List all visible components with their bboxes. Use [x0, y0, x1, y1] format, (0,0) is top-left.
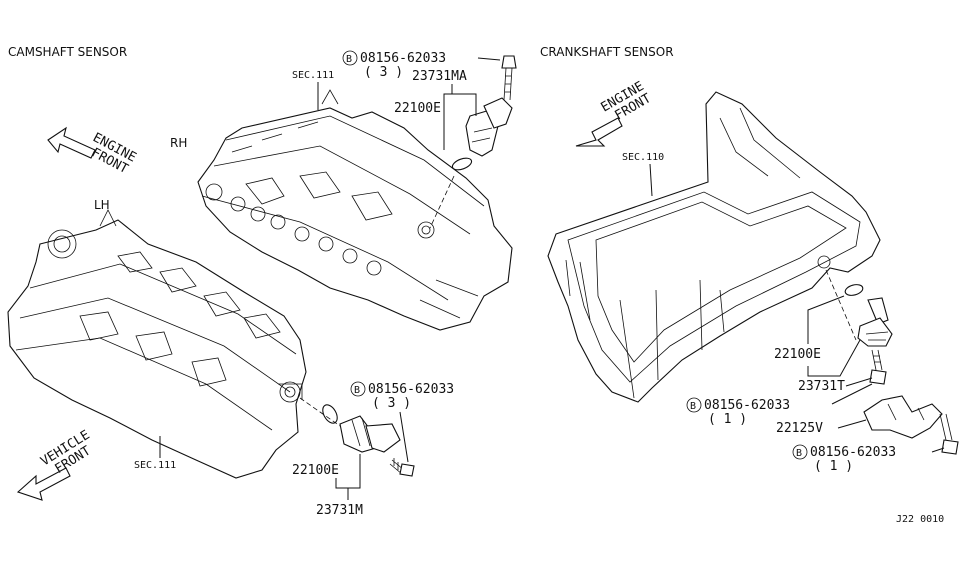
lh-o-ring-part-number: 22100E [292, 463, 339, 478]
rh-sensor-part-number: 23731MA [412, 69, 467, 84]
lh-label: LH [94, 198, 110, 212]
lh-bolt-symbol: B [354, 385, 360, 396]
crank-bolt1-number: 08156-62033 [704, 398, 790, 413]
crank-sensor [857, 297, 893, 347]
lh-bolt-number: 08156-62033 [368, 382, 454, 397]
lh-camshaft-sensor [339, 415, 401, 453]
crank-bracket-part-number: 22125V [776, 421, 823, 436]
lh-bolt-qty: ( 3 ) [372, 396, 411, 411]
crank-bolt2-number: 08156-62033 [810, 445, 896, 460]
crank-bolt1-symbol-icon [686, 397, 702, 413]
engine-front-right-arrow-icon [575, 117, 623, 147]
rh-camshaft-sensor [465, 97, 513, 157]
crank-bolt1-symbol: B [690, 401, 696, 412]
rh-bolt-symbol: B [346, 54, 352, 65]
crank-bracket [863, 395, 943, 439]
vehicle-front-arrow-icon [16, 467, 71, 501]
oil-pan [547, 91, 881, 403]
rh-section-ref: SEC.111 [292, 70, 334, 81]
rh-bolt-symbol-icon [342, 50, 358, 66]
lh-cylinder-head [7, 209, 307, 479]
oil-pan-section-ref: SEC.110 [622, 152, 664, 163]
camshaft-sensor-title: CAMSHAFT SENSOR [8, 45, 127, 59]
rh-bolt-qty: ( 3 ) [364, 65, 403, 80]
rh-label: RH [170, 136, 187, 150]
crank-bolt1-qty: ( 1 ) [708, 412, 747, 427]
lh-section-ref: SEC.111 [134, 460, 176, 471]
engine-front-arrow-icon [47, 126, 96, 159]
crank-bolt1-icon [869, 349, 887, 385]
rh-o-ring [451, 157, 473, 171]
lh-bolt-icon [389, 458, 415, 477]
crank-bolt2-symbol-icon [792, 444, 808, 460]
rh-cylinder-head [197, 89, 513, 331]
rh-bolt-icon [501, 55, 517, 101]
lh-sensor-part-number: 23731M [316, 503, 363, 518]
lh-bolt-symbol-icon [350, 381, 366, 397]
rh-assembly-guide [429, 175, 455, 229]
diagram-code: J22 0010 [896, 514, 944, 525]
crank-o-ring [844, 284, 864, 296]
crankshaft-sensor-title: CRANKSHAFT SENSOR [540, 45, 674, 59]
crank-sensor-part-number: 23731T [798, 379, 845, 394]
rh-o-ring-part-number: 22100E [394, 101, 441, 116]
crank-bolt2-symbol: B [796, 448, 802, 459]
crank-bolt2-qty: ( 1 ) [814, 459, 853, 474]
crank-o-ring-part-number: 22100E [774, 347, 821, 362]
rh-bolt-number: 08156-62033 [360, 51, 446, 66]
